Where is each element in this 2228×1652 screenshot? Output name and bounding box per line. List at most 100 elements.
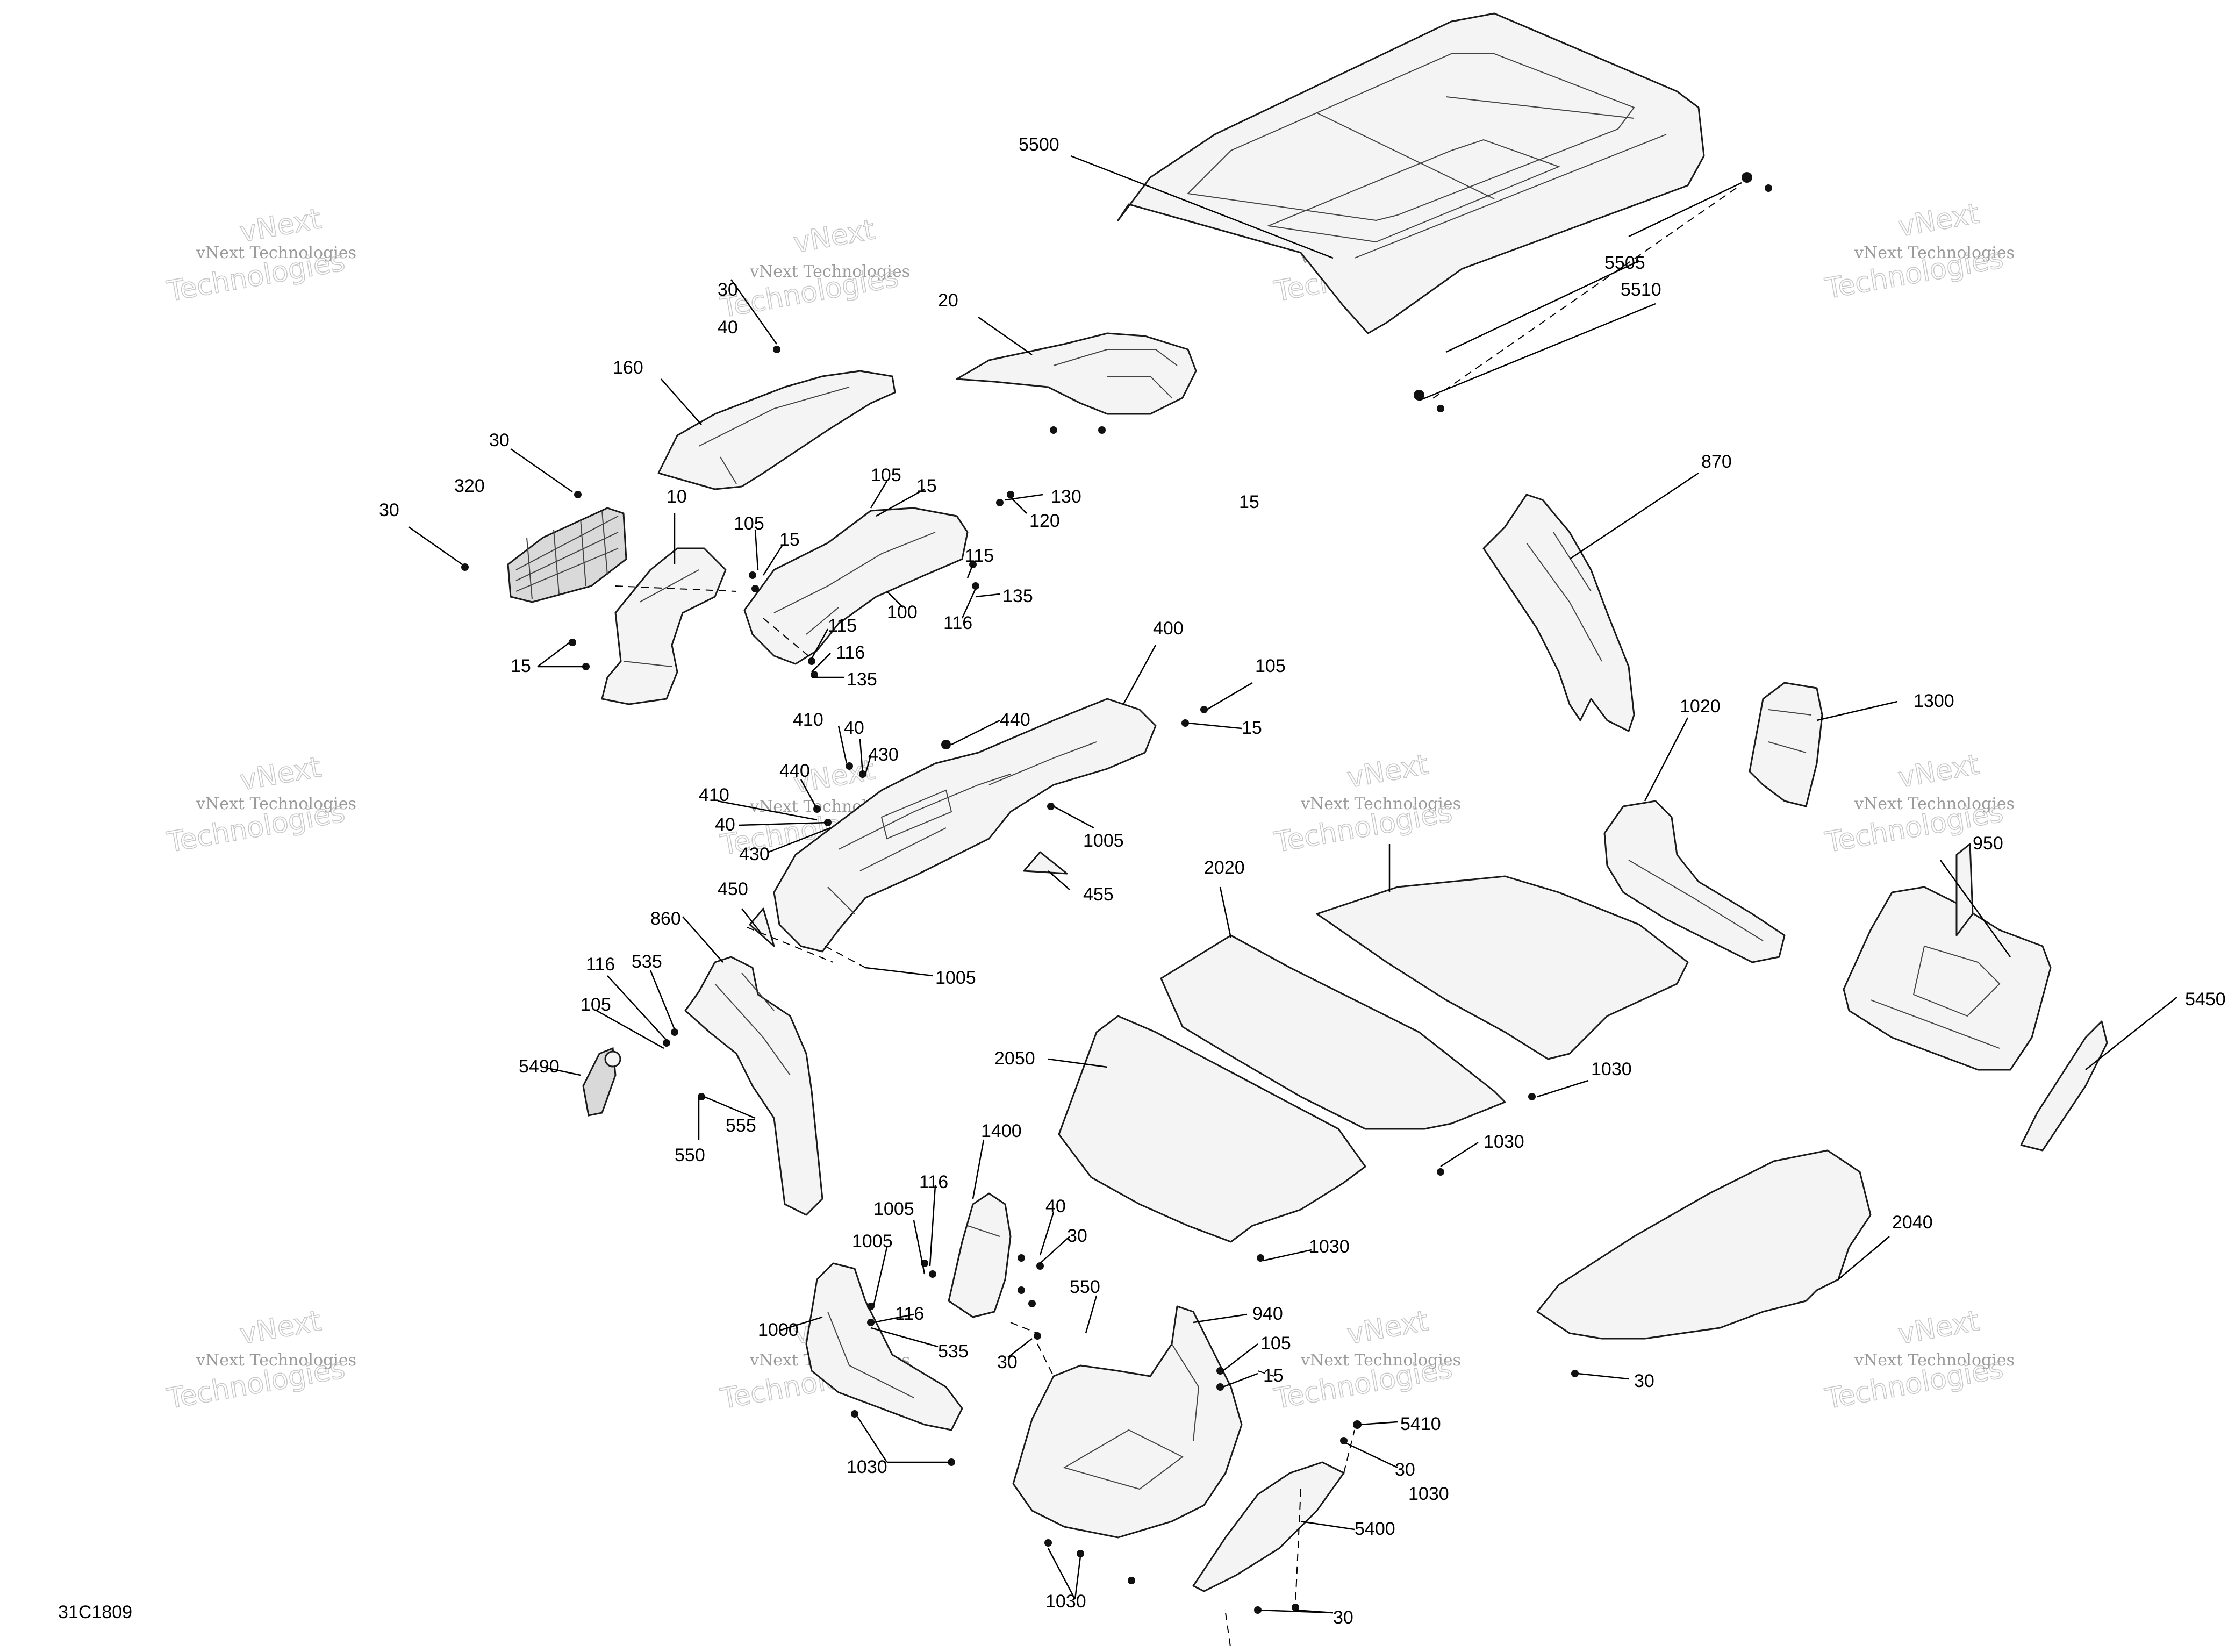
- diagram-code: 31C1809: [58, 1602, 132, 1622]
- callout-label: 15: [1239, 492, 1259, 512]
- callout-label: 15: [916, 476, 937, 496]
- callout-label: 105: [871, 465, 901, 485]
- watermark: vNext Technologies Technologies vNext: [164, 203, 356, 309]
- callout-label: 120: [1029, 511, 1060, 531]
- callout-label: 550: [1070, 1277, 1100, 1297]
- callout-label: 555: [726, 1115, 756, 1136]
- callout-label: 1005: [1083, 831, 1124, 851]
- svg-text:vNext Technologies: vNext Technologies: [1854, 244, 2015, 262]
- callout-label: 15: [1242, 718, 1262, 738]
- right-rocker-panel: [1603, 800, 1786, 963]
- callout-label: 860: [650, 909, 681, 929]
- callout-label: 1030: [1591, 1059, 1632, 1079]
- callout-label: 5410: [1400, 1414, 1441, 1434]
- callout-label: 15: [511, 656, 531, 676]
- front-fascia: [743, 507, 969, 665]
- callout-label: 20: [938, 290, 958, 311]
- watermark: vNext Technologies Technologies vNext: [164, 751, 356, 860]
- callout-label: 1030: [1309, 1236, 1350, 1257]
- callout-label: 135: [1002, 586, 1033, 606]
- callout-label: 15: [1263, 1365, 1284, 1386]
- watermark: vNext Technologies Technologies vNext: [1822, 1305, 2015, 1416]
- skid-plate-2040: [1536, 1149, 1872, 1340]
- callout-label: 40: [1045, 1196, 1066, 1217]
- hood-panel: [657, 370, 896, 490]
- rear-left-fender: [1012, 1305, 1243, 1539]
- callout-label: 1005: [873, 1199, 914, 1219]
- front-upper-cover: [956, 332, 1197, 415]
- callout-label: 116: [943, 613, 972, 633]
- callout-label: 116: [919, 1172, 948, 1192]
- callout-label: 410: [793, 710, 823, 730]
- svg-text:vNext: vNext: [1896, 1305, 1982, 1350]
- callout-label: 440: [779, 761, 810, 781]
- callout-label: 30: [1395, 1460, 1415, 1480]
- svg-text:vNext: vNext: [1345, 1305, 1431, 1350]
- callout-label: 115: [965, 546, 994, 566]
- svg-text:vNext Technologies: vNext Technologies: [196, 244, 356, 262]
- callout-label: 1020: [1680, 696, 1721, 717]
- callout-label: 15: [779, 530, 800, 550]
- callout-label: 1400: [981, 1121, 1022, 1141]
- watermark: vNext Technologies Technologies vNext: [1822, 197, 2015, 306]
- callout-label: 30: [1333, 1607, 1353, 1628]
- callout-label: 105: [734, 513, 764, 534]
- watermark: vNext Technologies Technologies vNext: [164, 1305, 356, 1416]
- rear-cargo-tray: [1843, 843, 2052, 1071]
- callout-label: 430: [739, 844, 770, 864]
- watermark: vNext Technologies Technologies vNext: [718, 213, 910, 325]
- svg-text:vNext Technologies: vNext Technologies: [1300, 795, 1461, 813]
- callout-label: 40: [844, 718, 864, 738]
- left-pillar-trim: [684, 956, 823, 1216]
- svg-text:vNext Technologies: vNext Technologies: [1854, 795, 2015, 813]
- callout-label: 2050: [994, 1048, 1035, 1069]
- callout-label: 105: [581, 995, 611, 1015]
- svg-text:vNext: vNext: [1345, 748, 1431, 794]
- rear-trim-strip: [2020, 1020, 2108, 1152]
- front-bumper-cover: [601, 547, 727, 705]
- callout-label: 5400: [1355, 1519, 1395, 1539]
- callout-label: 320: [454, 476, 485, 496]
- svg-text:vNext: vNext: [238, 203, 324, 248]
- svg-text:vNext Technologies: vNext Technologies: [196, 795, 356, 813]
- callout-label: 10: [667, 487, 687, 507]
- left-door-trim: [948, 1192, 1012, 1318]
- callout-label: 30: [1634, 1371, 1654, 1391]
- roof-panel: [1117, 12, 1705, 334]
- front-grille: [507, 507, 627, 603]
- callout-label: 1030: [1484, 1132, 1524, 1152]
- callout-label: 940: [1252, 1304, 1283, 1324]
- floor-panel-2020: [1160, 934, 1506, 1130]
- floor-panel-2030: [1316, 875, 1689, 1060]
- callout-label: 1005: [935, 968, 976, 988]
- hardware-fasteners: [461, 172, 1772, 1614]
- callout-label: 2020: [1204, 857, 1245, 878]
- callout-label: 410: [699, 785, 729, 805]
- callout-label: 115: [828, 616, 857, 636]
- svg-text:vNext: vNext: [1896, 748, 1982, 794]
- parts: [461, 12, 2108, 1651]
- callout-label: 1030: [1408, 1484, 1449, 1504]
- svg-text:vNext: vNext: [791, 213, 877, 259]
- callout-label: 130: [1051, 487, 1081, 507]
- callout-label: 5500: [1019, 134, 1059, 155]
- callout-label: 30: [489, 430, 510, 450]
- callout-label: 105: [1255, 656, 1286, 676]
- svg-text:vNext: vNext: [238, 1305, 324, 1350]
- callout-label: 40: [718, 317, 738, 338]
- leader-lines: [408, 155, 2177, 1614]
- callout-label: 430: [868, 745, 899, 765]
- callout-label: 1030: [1045, 1591, 1086, 1612]
- callout-label: 550: [675, 1145, 705, 1165]
- callout-label: 160: [613, 357, 643, 378]
- callout-label: 40: [715, 814, 735, 835]
- callout-label: 1300: [1914, 691, 1954, 711]
- svg-text:vNext: vNext: [1896, 197, 1982, 243]
- callout-label: 5450: [2185, 989, 2226, 1010]
- callout-label: 5505: [1604, 253, 1645, 273]
- callout-labels: 5500 5505 5510 20 30 40 160 30 320 30 10…: [379, 134, 2226, 1628]
- svg-text:vNext Technologies: vNext Technologies: [749, 262, 910, 281]
- callout-label: 116: [836, 642, 865, 663]
- svg-text:vNext Technologies: vNext Technologies: [1300, 1351, 1461, 1370]
